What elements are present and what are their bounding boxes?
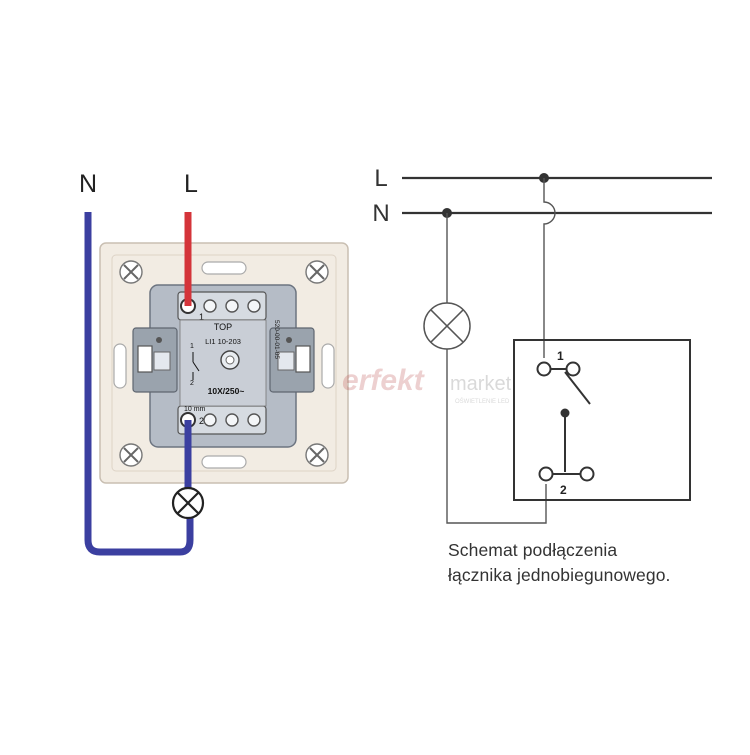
schematic-lamp-icon bbox=[423, 302, 471, 350]
insert-top-label: TOP bbox=[214, 322, 232, 332]
lamp-icon bbox=[171, 486, 205, 520]
wire-neutral bbox=[84, 212, 194, 556]
switch-symbol-icon bbox=[192, 352, 200, 380]
frame-screw-top-left-icon bbox=[119, 260, 143, 284]
schematic-diagram: L N 1 2 bbox=[372, 165, 712, 524]
insert-side-code: 520-00-01-05 bbox=[273, 320, 280, 359]
frame-screw-bottom-right-icon bbox=[305, 443, 329, 467]
schematic-neutral-label: N bbox=[372, 200, 389, 227]
live-label: L bbox=[184, 170, 198, 198]
frame-slot-left bbox=[113, 343, 127, 389]
watermark-logo: erfekt market OŚWIETLENIE LED bbox=[342, 364, 512, 405]
insert-rating-label: 10X/250~ bbox=[208, 386, 245, 396]
schematic-terminal-1-label: 1 bbox=[557, 349, 564, 363]
contact-2-label: 2 bbox=[190, 380, 194, 387]
socket-pictorial-diagram: 1 2 TOP LI1 10-203 1 2 10X/250~ 10 mm 52… bbox=[79, 170, 349, 556]
strip-length-label: 10 mm bbox=[184, 406, 206, 413]
caption-line-2: łącznika jednobiegunowego. bbox=[448, 565, 671, 585]
schematic-live-label: L bbox=[374, 165, 387, 192]
schematic-terminal-1a bbox=[536, 361, 552, 377]
clamp-left bbox=[132, 327, 178, 393]
schematic-live-drop bbox=[543, 178, 556, 358]
clamp-right bbox=[269, 327, 315, 393]
watermark-suffix: market bbox=[450, 373, 512, 395]
schematic-terminal-2-label: 2 bbox=[560, 483, 567, 497]
frame-slot-bottom bbox=[201, 455, 247, 469]
frame-slot-top bbox=[201, 261, 247, 275]
schematic-switch-blade bbox=[564, 371, 591, 405]
terminal-2-label: 2 bbox=[199, 416, 204, 426]
insert-model-label: LI1 10-203 bbox=[205, 337, 241, 346]
watermark-sub: OŚWIETLENIE LED bbox=[455, 397, 510, 405]
neutral-label: N bbox=[79, 170, 97, 198]
diagram-caption: Schemat podłączenia łącznika jednobiegun… bbox=[448, 538, 748, 588]
frame-screw-bottom-left-icon bbox=[119, 443, 143, 467]
schematic-return-wire bbox=[446, 349, 547, 524]
terminal-1-label: 1 bbox=[199, 312, 204, 322]
schematic-terminal-2b bbox=[579, 466, 595, 482]
schematic-switch-box bbox=[513, 339, 691, 501]
watermark-brand: erfekt bbox=[342, 364, 426, 397]
frame-screw-top-right-icon bbox=[305, 260, 329, 284]
schematic-terminal-2a bbox=[538, 466, 554, 482]
contact-1-label: 1 bbox=[190, 343, 194, 350]
schematic-terminal-1b bbox=[565, 361, 581, 377]
frame-slot-right bbox=[321, 343, 335, 389]
caption-line-1: Schemat podłączenia bbox=[448, 540, 618, 560]
